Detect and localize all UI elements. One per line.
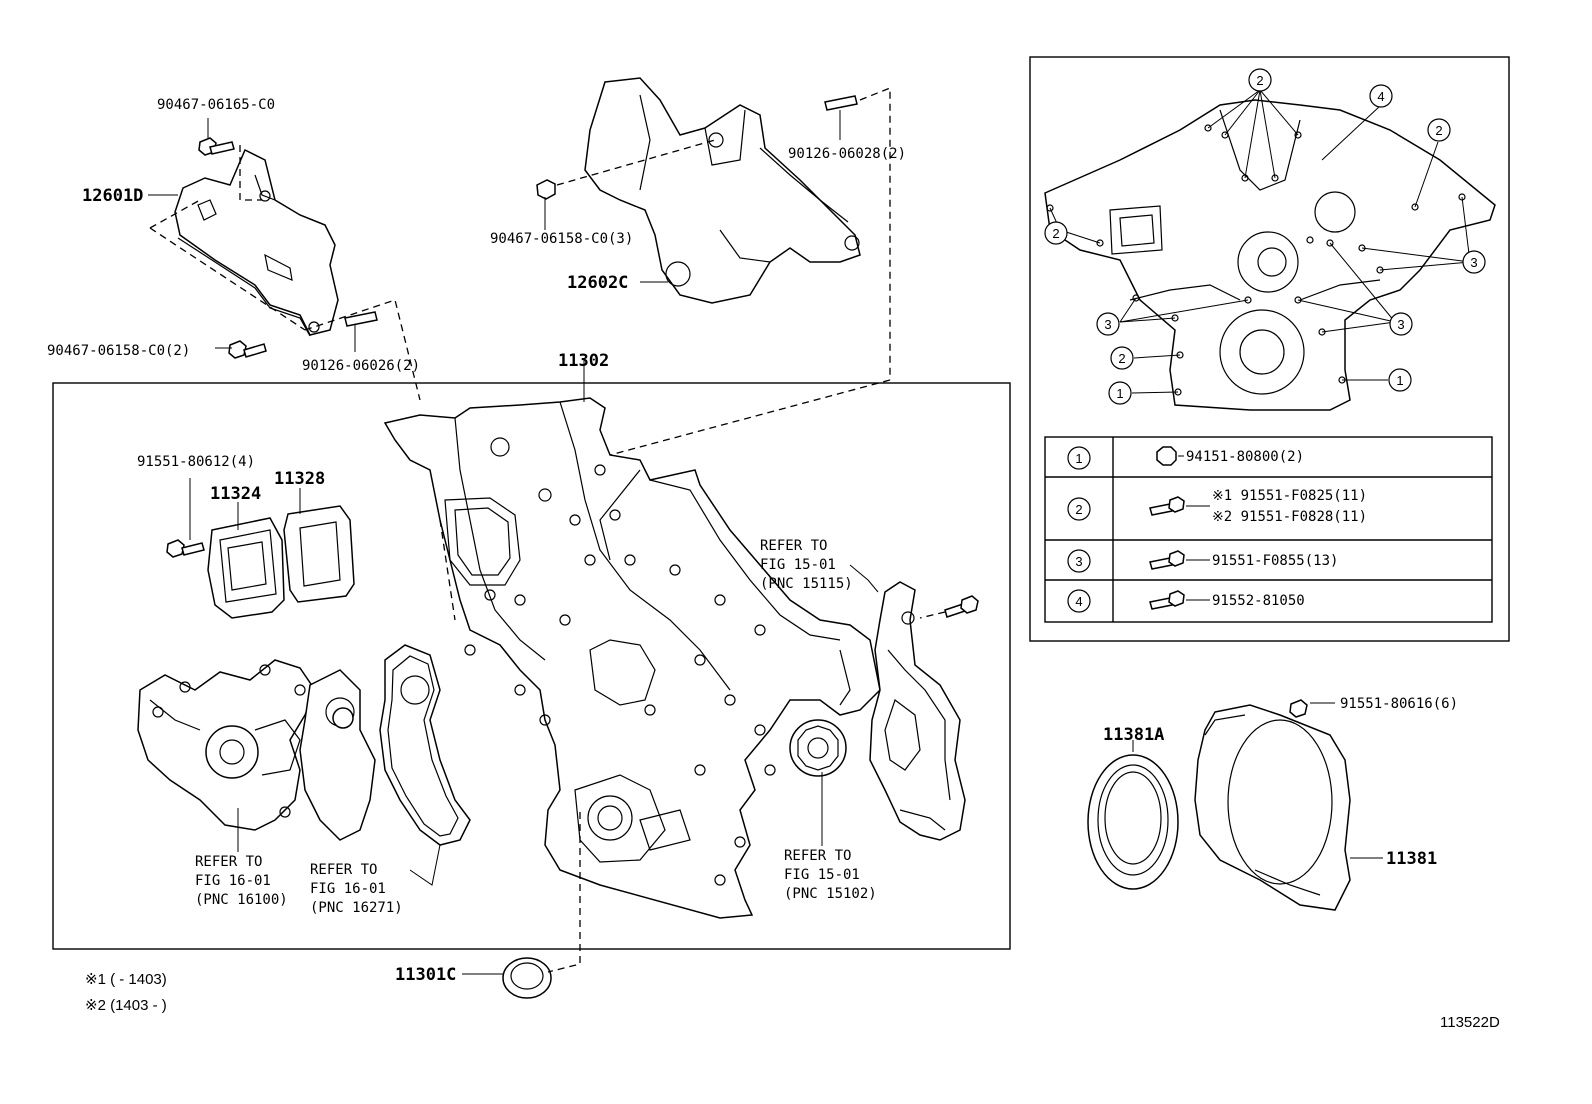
footnote-1: ※1 ( - 1403) [85,971,167,988]
inset-cover-outline [1044,99,1496,411]
legend-part-number: 91551-F0855(13) [1212,553,1338,569]
water-pump [137,659,316,831]
seal-retainer-11381 [1194,704,1351,911]
callout-number: 1 [1396,373,1403,388]
bolt-icon [198,137,235,156]
bracket-12601d [174,148,339,337]
label-bolt-90467-06158-center: 90467-06158-C0(3) [490,231,633,247]
gasket-11328 [283,505,355,603]
legend-row: 3 91551-F0855(13) [1067,549,1338,573]
callout-number: 4 [1377,89,1384,104]
inset-leader-lines [1049,89,1471,394]
callout-number: 2 [1435,123,1442,138]
label-bolt-90467-06165: 90467-06165-C0 [157,97,275,113]
refer-line: FIG 16-01 [310,881,386,897]
refer-line: (PNC 15115) [760,576,853,592]
legend-part-number: 91552-81050 [1212,593,1305,609]
timing-cover-11302 [383,397,881,919]
refer-line: (PNC 15102) [784,886,877,902]
callout-number: 2 [1052,226,1059,241]
gasket-16271 [379,644,471,846]
refer-line: REFER TO [784,848,851,864]
label-part-11302: 11302 [558,351,609,371]
refer-line: (PNC 16100) [195,892,288,908]
cover-plate-11324 [207,517,285,619]
label-stud-90126-06028: 90126-06028(2) [788,146,906,162]
refer-line: (PNC 16271) [310,900,403,916]
refer-note-16271: REFER TO FIG 16-01 (PNC 16271) [310,862,403,916]
cover-12602c [584,77,861,304]
nut-icon [1156,446,1177,466]
oil-seal-11381a [1087,754,1179,890]
refer-note-15115: REFER TO FIG 15-01 (PNC 15115) [760,538,853,592]
bolt-icon [166,539,205,558]
oil-pump-rotor [789,719,847,777]
callout-number: 2 [1256,73,1263,88]
bolt-icon [1149,550,1185,570]
callout-number: 1 [1116,386,1123,401]
legend-row: 4 91552-81050 [1067,589,1305,613]
label-part-11301c: 11301C [395,965,456,985]
callout-number: 3 [1397,317,1404,332]
legend-row: 1 94151-80800(2) [1067,446,1304,470]
label-bolt-91551-80612: 91551-80612(4) [137,454,255,470]
refer-note-15102: REFER TO FIG 15-01 (PNC 15102) [784,848,877,902]
refer-line: FIG 15-01 [760,557,836,573]
legend-part-number: ※2 91551-F0828(11) [1212,509,1367,525]
water-pump-housing [299,669,376,841]
bolt-icon [536,179,556,200]
stud-icon [344,311,378,327]
refer-line: REFER TO [310,862,377,878]
bolt-icon [228,340,267,359]
bolt-icon [1149,590,1185,610]
refer-line: REFER TO [195,854,262,870]
main-assembly-frame [52,382,1011,950]
legend-number: 4 [1075,594,1082,609]
label-part-11328: 11328 [274,469,325,489]
refer-note-16100: REFER TO FIG 16-01 (PNC 16100) [195,854,288,908]
callout-number: 3 [1104,317,1111,332]
label-part-12602c: 12602C [567,273,628,293]
stud-icon [824,95,858,111]
footnote-2: ※2 (1403 - ) [85,997,167,1014]
inset-callout-markers: 2 4 2 2 3 3 3 2 1 1 [1044,68,1486,405]
label-part-11381: 11381 [1386,849,1437,869]
refer-line: REFER TO [760,538,827,554]
refer-line: FIG 15-01 [784,867,860,883]
oil-pump-body [869,581,966,841]
bolt-icon [1149,496,1185,516]
label-part-12601d: 12601D [82,186,143,206]
figure-id: 113522D [1440,1014,1500,1031]
callout-number: 2 [1118,351,1125,366]
label-bolt-91551-80616: 91551-80616(6) [1340,696,1458,712]
legend-number: 3 [1075,554,1082,569]
label-part-11324: 11324 [210,484,261,504]
label-part-11381a: 11381A [1103,725,1164,745]
label-bolt-90467-06158-left: 90467-06158-C0(2) [47,343,190,359]
bolt-icon [1289,699,1308,718]
bolt-icon [944,595,979,618]
refer-line: FIG 16-01 [195,873,271,889]
callout-number: 3 [1470,255,1477,270]
legend-part-number: 94151-80800(2) [1186,449,1304,465]
legend-part-number: ※1 91551-F0825(11) [1212,488,1367,504]
inset-frame [1029,56,1510,642]
legend-row: 2 ※1 91551-F0825(11) ※2 91551-F0828(11) [1067,488,1367,525]
legend-number: 2 [1075,502,1082,517]
label-stud-90126-06026: 90126-06026(2) [302,358,420,374]
legend-number: 1 [1075,451,1082,466]
crank-seal-11301c [502,957,552,999]
bolt-legend-table: 1 94151-80800(2) 2 ※1 91551-F0825(11) ※2… [1044,436,1493,623]
